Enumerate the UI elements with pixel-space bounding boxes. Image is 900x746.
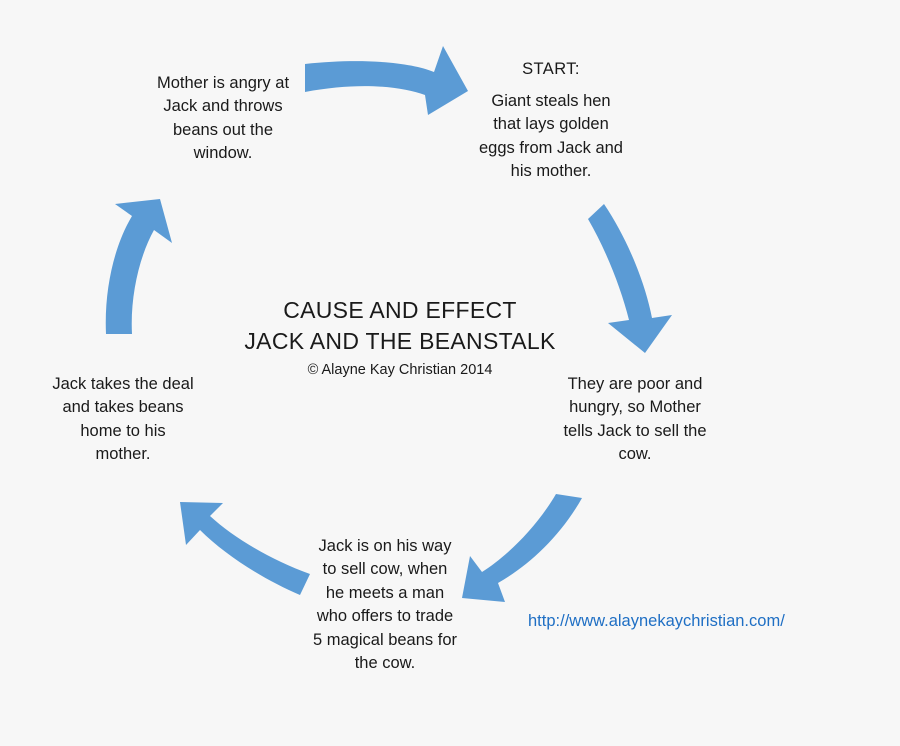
arrow-bottom-left [180, 502, 310, 595]
copyright-credit: © Alayne Kay Christian 2014 [307, 362, 493, 379]
node-start-text: Giant steals hen that lays golden eggs f… [479, 92, 623, 181]
center-title-block: CAUSE AND EFFECT JACK AND THE BEANSTALK … [200, 295, 600, 382]
title-line-1: CAUSE AND EFFECT [283, 297, 517, 323]
arrow-bottom-right [462, 494, 582, 602]
node-start-label: START: [522, 60, 580, 78]
node-mother-angry: Mother is angry at Jack and throws beans… [156, 74, 290, 163]
title-line-2: JACK AND THE BEANSTALK [244, 328, 556, 355]
node-on-his-way: Jack is on his way to sell cow, when he … [313, 537, 457, 673]
node-poor-hungry: They are poor and hungry, so Mother tell… [563, 375, 707, 464]
website-url-link[interactable]: http://www.alaynekaychristian.com/ [528, 612, 785, 630]
arrow-top [305, 46, 468, 115]
node-takes-deal: Jack takes the deal and takes beans home… [52, 375, 194, 464]
arrow-right [588, 204, 672, 353]
arrow-left [105, 199, 172, 334]
